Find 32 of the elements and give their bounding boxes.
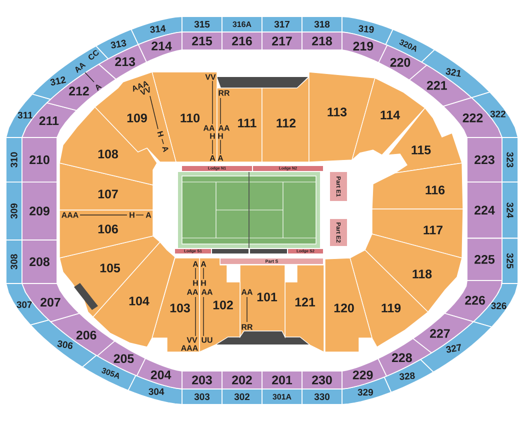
seating-section: 230 — [302, 370, 342, 390]
seating-section: 107 — [59, 162, 154, 210]
seating-section: 225 — [466, 238, 502, 282]
seating-section: 317 — [262, 16, 302, 32]
seating-section: 217 — [262, 32, 302, 50]
seating-section: 202 — [222, 370, 262, 390]
seating-section: 208 — [22, 240, 58, 284]
seating-section: 210 — [22, 137, 58, 182]
seating-section: 325 — [502, 238, 518, 284]
seating-section: 224 — [466, 182, 502, 239]
seating-section: 324 — [502, 182, 518, 239]
seating-section: 318 — [302, 16, 342, 32]
seating-section: 330 — [302, 388, 342, 405]
seating-section: 203 — [182, 370, 222, 390]
seating-section: 218 — [302, 32, 342, 50]
seating-section: 323 — [502, 137, 518, 182]
seating-section: 315 — [182, 16, 222, 32]
seating-section: 120 — [324, 258, 372, 352]
seating-section: 116 — [372, 162, 464, 210]
seating-section: 309 — [6, 182, 22, 240]
seating-section: 201 — [262, 370, 302, 390]
seating-section: 216 — [222, 32, 262, 50]
seating-section: 302 — [222, 388, 262, 405]
seating-section: 113 — [308, 72, 376, 162]
seating-section: 223 — [466, 137, 502, 182]
seating-section: 209 — [22, 182, 58, 240]
seating-section: 215 — [182, 32, 222, 50]
seating-section: 308 — [6, 240, 22, 284]
seating-section: 310 — [6, 137, 22, 182]
seating-section: 303 — [182, 388, 222, 405]
seating-section: 117 — [372, 208, 464, 258]
seating-section: 121 — [284, 264, 324, 353]
